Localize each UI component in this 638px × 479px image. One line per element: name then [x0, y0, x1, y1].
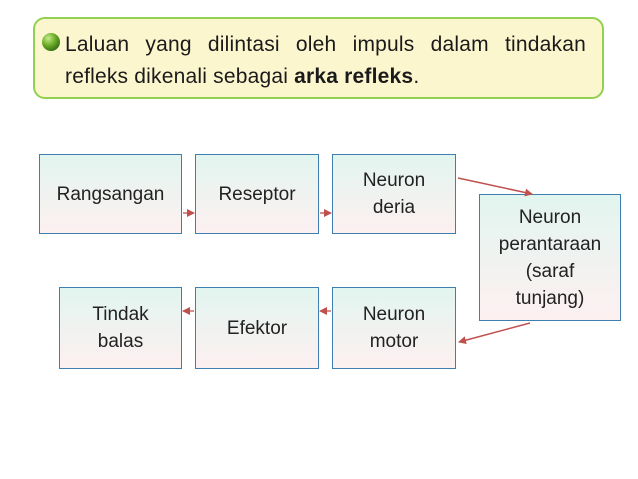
definition-callout: Laluan yang dilintasi oleh impuls dalam …: [33, 17, 604, 99]
box-tindak-balas: Tindak balas: [59, 287, 182, 369]
box-reseptor: Reseptor: [195, 154, 319, 234]
box-neuron-motor: Neuron motor: [332, 287, 456, 369]
arrow-neuron-deria-to-perantaraan: [457, 177, 533, 197]
box-tindak-balas-label: Tindak balas: [92, 304, 149, 352]
box-neuron-motor-label: Neuron motor: [362, 304, 426, 352]
box-efektor-label: Efektor: [226, 317, 288, 339]
box-rangsangan-label: Rangsangan: [56, 183, 165, 205]
box-neuron-perantaraan: Neuron perantaraan (saraf tunjang): [479, 194, 621, 321]
box-rangsangan: Rangsangan: [39, 154, 182, 234]
definition-text-start: Laluan yang dilintasi oleh impuls dalam …: [65, 33, 586, 88]
definition-term: arka refleks: [294, 65, 414, 88]
definition-text-end: .: [413, 65, 420, 88]
box-reseptor-label: Reseptor: [218, 183, 296, 205]
box-neuron-deria-label: Neuron deria: [362, 170, 426, 218]
definition-text: Laluan yang dilintasi oleh impuls dalam …: [65, 29, 586, 93]
bullet-icon: [42, 33, 60, 51]
box-neuron-perantaraan-label: Neuron perantaraan (saraf tunjang): [498, 206, 602, 309]
arrow-perantaraan-to-neuron-motor: [458, 322, 531, 345]
box-neuron-deria: Neuron deria: [332, 154, 456, 234]
box-efektor: Efektor: [195, 287, 319, 369]
